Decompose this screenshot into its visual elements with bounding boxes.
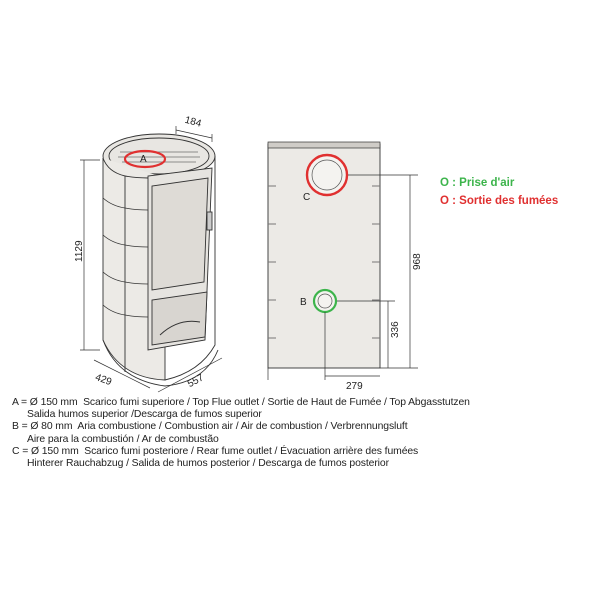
legend: O : Prise d'air O : Sortie des fumées [440, 174, 558, 210]
note-a: A = Ø 150 mm Scarico fumi superiore / To… [12, 397, 592, 409]
label-c: C [303, 192, 310, 203]
note-c-line2: Hinterer Rauchabzug / Salida de humos po… [27, 458, 389, 470]
dim-279-label: 279 [346, 381, 363, 392]
note-b-code: B = Ø 80 mm [12, 421, 73, 433]
dim-184 [175, 126, 213, 142]
note-a-line2: Salida humos superior /Descarga de fumos… [27, 409, 262, 421]
outlet-notes: A = Ø 150 mm Scarico fumi superiore / To… [12, 397, 592, 470]
outlet-c-marker [305, 153, 349, 197]
legend-air-intake: O : Prise d'air [440, 177, 515, 189]
label-b: B [300, 297, 307, 308]
dim-429-label: 429 [94, 372, 114, 388]
label-a: A [140, 154, 147, 165]
legend-flue-outlet: O : Sortie des fumées [440, 195, 559, 207]
note-b: B = Ø 80 mm Aria combustione / Combustio… [12, 421, 592, 433]
dim-184-label: 184 [183, 115, 202, 130]
note-c-line1: Scarico fumi posteriore / Rear fume outl… [84, 445, 419, 457]
note-c: C = Ø 150 mm Scarico fumi posteriore / R… [12, 446, 592, 458]
dim-336 [337, 300, 418, 369]
stove-3d-view [102, 133, 219, 387]
inlet-b-marker [312, 288, 338, 314]
note-c-code: C = Ø 150 mm [12, 445, 79, 457]
dim-336-label: 336 [390, 321, 401, 338]
rear-view: C B [267, 141, 381, 369]
outlet-a-marker [123, 149, 167, 169]
note-a-line1: Scarico fumi superiore / Top Flue outlet… [83, 397, 470, 408]
dim-429 [93, 359, 151, 389]
note-a-code: A = Ø 150 mm [12, 397, 78, 408]
dim-968-label: 968 [412, 253, 423, 270]
dim-279 [267, 312, 380, 380]
dim-557-label: 557 [186, 372, 206, 390]
note-b-line1: Aria combustione / Combustion air / Air … [77, 421, 408, 433]
dim-1129-label: 1129 [74, 240, 85, 262]
dim-1129 [80, 159, 100, 351]
note-b-line2: Aire para la combustión / Ar de combustã… [27, 433, 219, 445]
dim-968 [348, 174, 418, 368]
dim-557 [157, 357, 223, 393]
